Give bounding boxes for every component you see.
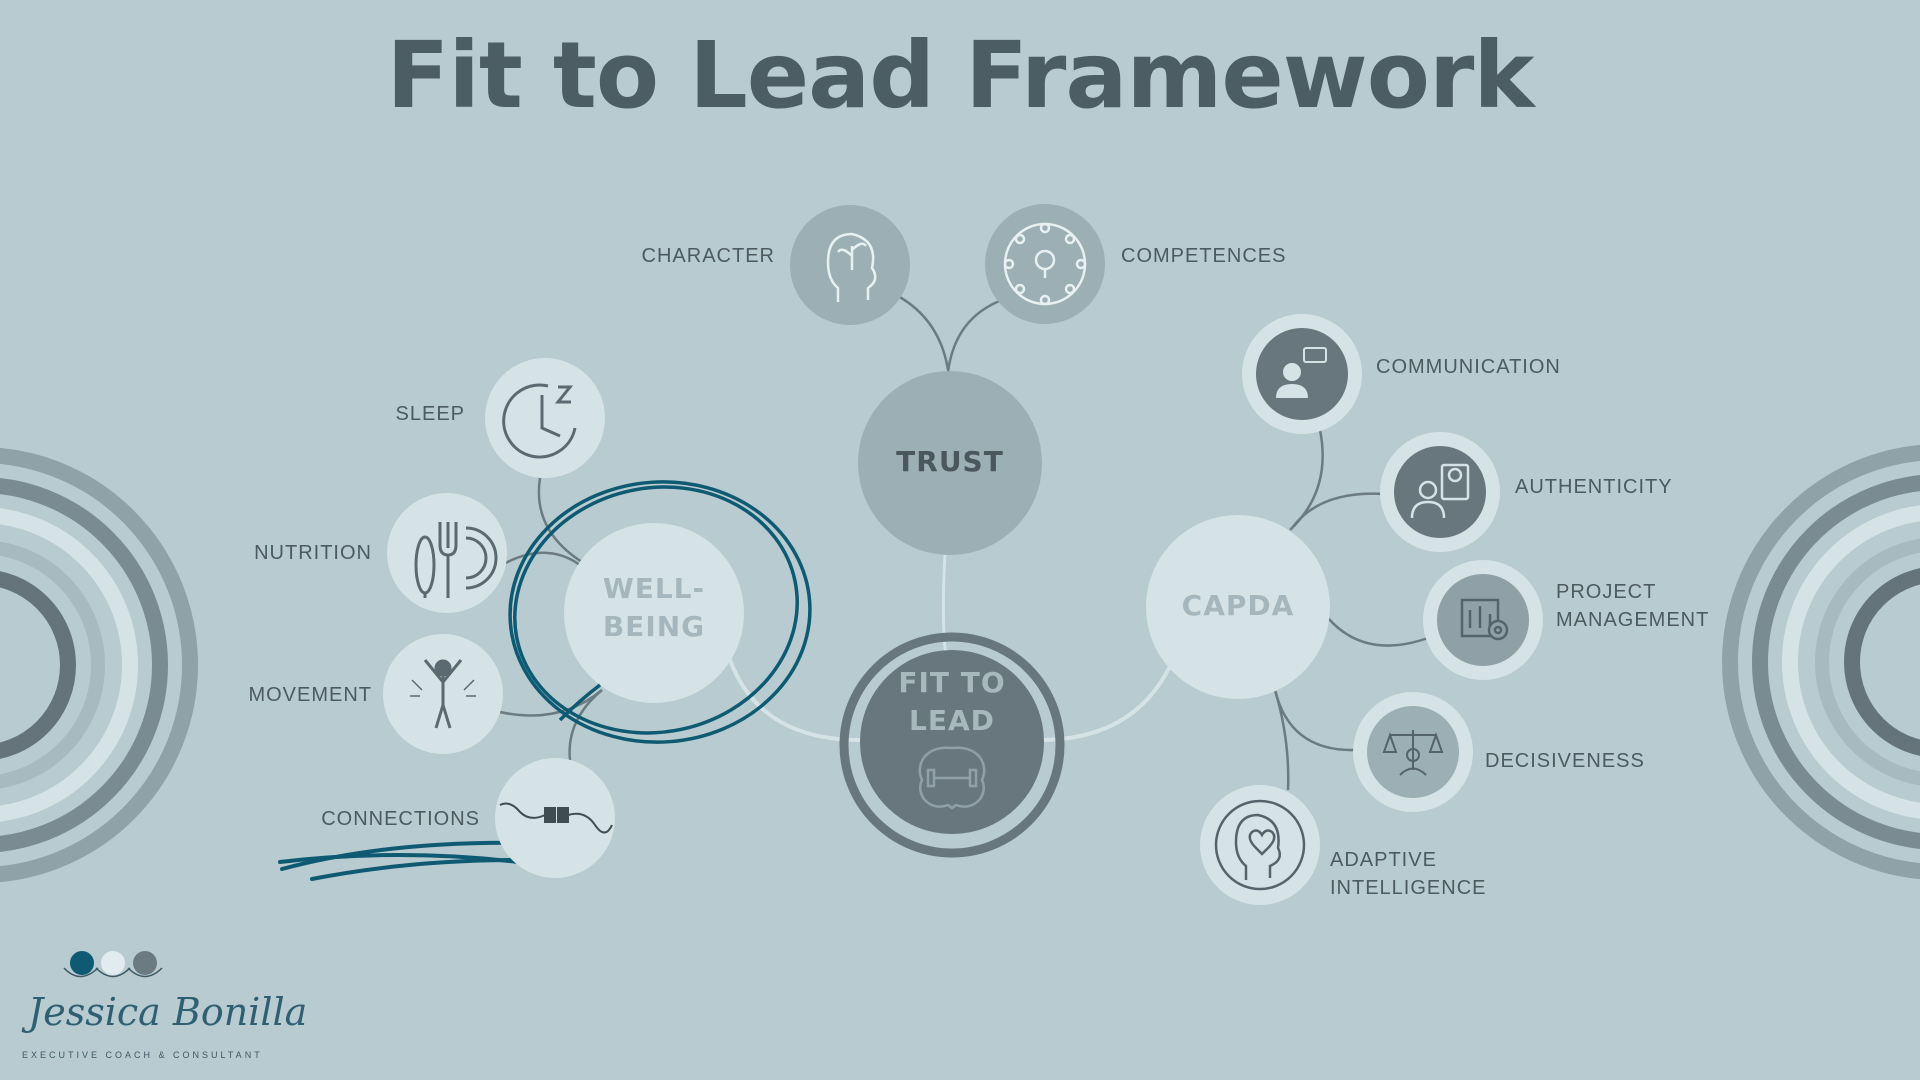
competences-node (985, 204, 1105, 324)
connections-node (495, 758, 615, 878)
character-node (790, 205, 910, 325)
authenticity-node (1380, 432, 1500, 552)
decisiveness-node (1353, 692, 1473, 812)
movement-node (383, 634, 503, 754)
highlight-scribble (508, 480, 812, 744)
label-communication: COMMUNICATION (1376, 356, 1561, 378)
label-nutrition: NUTRITION (254, 542, 372, 564)
trust-hub (858, 371, 1042, 555)
label-adaptive-intelligence: ADAPTIVE INTELLIGENCE (1330, 849, 1487, 899)
well-being-label: WELL- BEING (602, 572, 706, 643)
puzzle-plug-icon (499, 802, 613, 834)
sleep-node (485, 358, 605, 478)
label-authenticity: AUTHENTICITY (1515, 476, 1673, 498)
fit-to-lead-hub (860, 650, 1044, 834)
project-management-node (1423, 560, 1543, 680)
well-being-hub (564, 523, 744, 703)
label-character: CHARACTER (641, 245, 775, 267)
lightbulb-network-icon (1003, 222, 1087, 306)
capda-hub (1146, 515, 1330, 699)
person-certificate-icon (1410, 463, 1470, 519)
scales-person-icon (1382, 730, 1444, 776)
communication-node (1242, 314, 1362, 434)
label-sleep: SLEEP (395, 403, 465, 425)
underline-scribble (278, 840, 534, 881)
adaptive-intelligence-node (1200, 785, 1320, 905)
label-decisiveness: DECISIVENESS (1485, 750, 1645, 772)
trust-label: TRUST (896, 445, 1004, 478)
utensils-plate-icon (414, 522, 498, 598)
person-chat-icon (1276, 347, 1327, 398)
nutrition-node (387, 493, 507, 613)
right-concentric-arcs (1722, 444, 1920, 880)
fit-to-lead-ring (839, 632, 1065, 858)
label-competences: COMPETENCES (1121, 245, 1287, 267)
logo-tagline: EXECUTIVE COACH & CONSULTANT (22, 1050, 263, 1060)
clock-z-icon (502, 383, 577, 459)
label-project-management: PROJECT MANAGEMENT (1556, 581, 1710, 631)
logo-mark (63, 951, 163, 978)
label-movement: MOVEMENT (248, 684, 372, 706)
brain-dumbbell-icon (918, 746, 986, 810)
person-stretch-icon (410, 659, 476, 729)
head-heart-icon (1214, 799, 1306, 891)
label-connections: CONNECTIONS (321, 808, 480, 830)
page-title: Fit to Lead Framework (386, 22, 1534, 129)
left-concentric-arcs (0, 447, 198, 883)
chart-gear-icon (1460, 598, 1509, 641)
fit-to-lead-label: FIT TO LEAD (898, 666, 1006, 737)
head-plant-icon (826, 232, 877, 302)
logo-name: Jessica Bonilla (28, 990, 308, 1034)
capda-label: CAPDA (1181, 589, 1295, 622)
